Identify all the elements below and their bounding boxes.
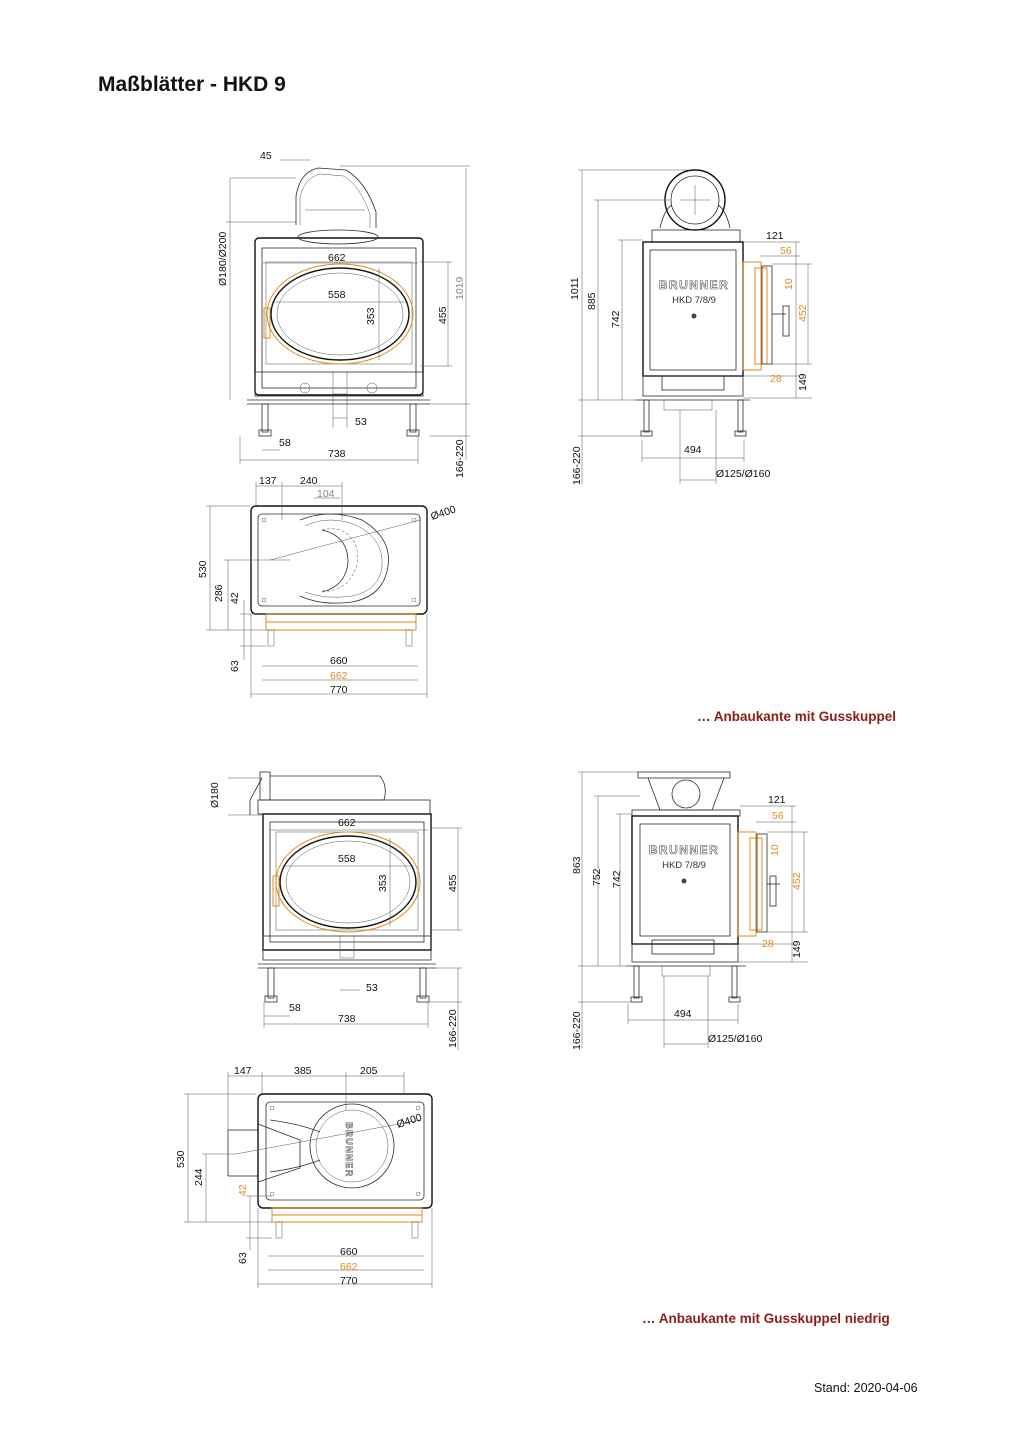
dim-660: 660 [330,655,348,667]
caption-attach-edge-cast-dome: … Anbaukante mit Gusskuppel [697,709,897,724]
dim-42: 42 [229,592,241,604]
caption-attach-edge-cast-dome-low: … Anbaukante mit Gusskuppel niedrig [642,1311,890,1326]
dim-662: 662 [328,252,346,264]
dim-742: 742 [610,310,622,328]
dim-1011: 1011 [569,277,581,300]
dim-494: 494 [674,1008,692,1020]
panel-2-side-labels: 121 56 10 452 28 149 863 752 742 494 Ø12… [571,794,803,1050]
panel-2-top-view: BRUNNER [184,1072,433,1288]
dim-diameter-400: Ø400 [395,1111,423,1130]
panel-1-side-view: BRUNNER HKD 7/8/9 [578,169,812,484]
dim-738: 738 [328,448,346,460]
dim-56: 56 [780,245,792,257]
dim-530: 530 [175,1150,187,1168]
dim-558: 558 [328,289,346,301]
brunner-logo: BRUNNER [649,843,720,857]
panel-1-top-view [206,482,428,698]
dim-353: 353 [377,874,389,892]
dim-28: 28 [770,373,782,385]
dim-558: 558 [338,853,356,865]
dim-63: 63 [229,660,241,672]
dim-feet-height: 166-220 [454,439,466,478]
dim-385: 385 [294,1065,312,1077]
revision-date: Stand: 2020-04-06 [814,1381,918,1395]
dim-104: 104 [317,488,335,500]
dim-42: 42 [237,1184,249,1196]
dim-diameter-400: Ø400 [429,503,457,522]
dim-flue-diameter: Ø180 [209,782,221,808]
model-label: HKD 7/8/9 [662,860,706,871]
brunner-logo: BRUNNER [659,278,730,292]
dim-air-inlet: Ø125/Ø160 [716,468,770,480]
dim-738: 738 [338,1013,356,1025]
dim-494: 494 [684,444,702,456]
dim-56: 56 [772,810,784,822]
dim-530: 530 [197,560,209,578]
dim-455: 455 [437,306,449,324]
panel-1-top-labels: 137 240 104 Ø400 530 286 42 63 660 662 7… [197,475,458,696]
dim-10: 10 [783,278,795,290]
dim-feet-height: 166-220 [571,446,583,485]
dim-121: 121 [768,794,786,806]
dim-63: 63 [237,1252,249,1264]
page-title: Maßblätter - HKD 9 [98,73,286,96]
panel-1-front-labels: 45 Ø180/Ø200 662 558 353 455 1019 53 58 … [217,150,466,478]
panel-2-front-labels: Ø180 662 558 353 455 53 58 738 166-220 [209,782,459,1048]
brunner-logo-top: BRUNNER [344,1122,354,1178]
dim-752: 752 [591,868,603,886]
dim-air-inlet: Ø125/Ø160 [708,1033,762,1045]
dim-feet-height: 166-220 [571,1011,583,1050]
dim-455: 455 [447,874,459,892]
dim-149: 149 [797,373,809,391]
dim-53: 53 [366,982,378,994]
dim-53: 53 [355,416,367,428]
panel-1-front-view [226,159,470,464]
dim-770: 770 [330,684,348,696]
dim-149: 149 [791,940,803,958]
dim-662: 662 [338,817,356,829]
dim-121: 121 [766,230,784,242]
dim-147: 147 [234,1065,252,1077]
dim-452: 452 [791,872,803,890]
dim-58: 58 [279,437,291,449]
dim-10: 10 [769,844,781,856]
dim-flue-diameter: Ø180/Ø200 [217,232,229,286]
dim-58: 58 [289,1002,301,1014]
dim-885: 885 [586,292,598,310]
model-label: HKD 7/8/9 [672,295,716,306]
dim-770: 770 [340,1275,358,1287]
dim-353: 353 [365,307,377,325]
dim-660: 660 [340,1246,358,1258]
dim-742: 742 [611,870,623,888]
dim-662: 662 [330,670,348,682]
panel-2-top-labels: 147 385 205 Ø400 530 244 42 63 660 662 7… [175,1065,424,1287]
dim-244: 244 [193,1168,205,1186]
dim-205: 205 [360,1065,378,1077]
panel-2-side-view: BRUNNER HKD 7/8/9 [578,771,808,1048]
panel-2-front-view [228,771,462,1050]
dim-28: 28 [762,938,774,950]
dim-45: 45 [260,150,272,162]
dim-1019: 1019 [454,276,466,300]
dim-452: 452 [797,304,809,322]
dim-137: 137 [259,475,277,487]
dim-240: 240 [300,475,318,487]
panel-1-side-labels: 121 56 10 452 28 149 1011 885 742 494 Ø1… [569,230,809,485]
dim-662: 662 [340,1261,358,1273]
dim-863: 863 [571,856,583,874]
dim-feet-height: 166-220 [447,1009,459,1048]
dim-286: 286 [213,584,225,602]
